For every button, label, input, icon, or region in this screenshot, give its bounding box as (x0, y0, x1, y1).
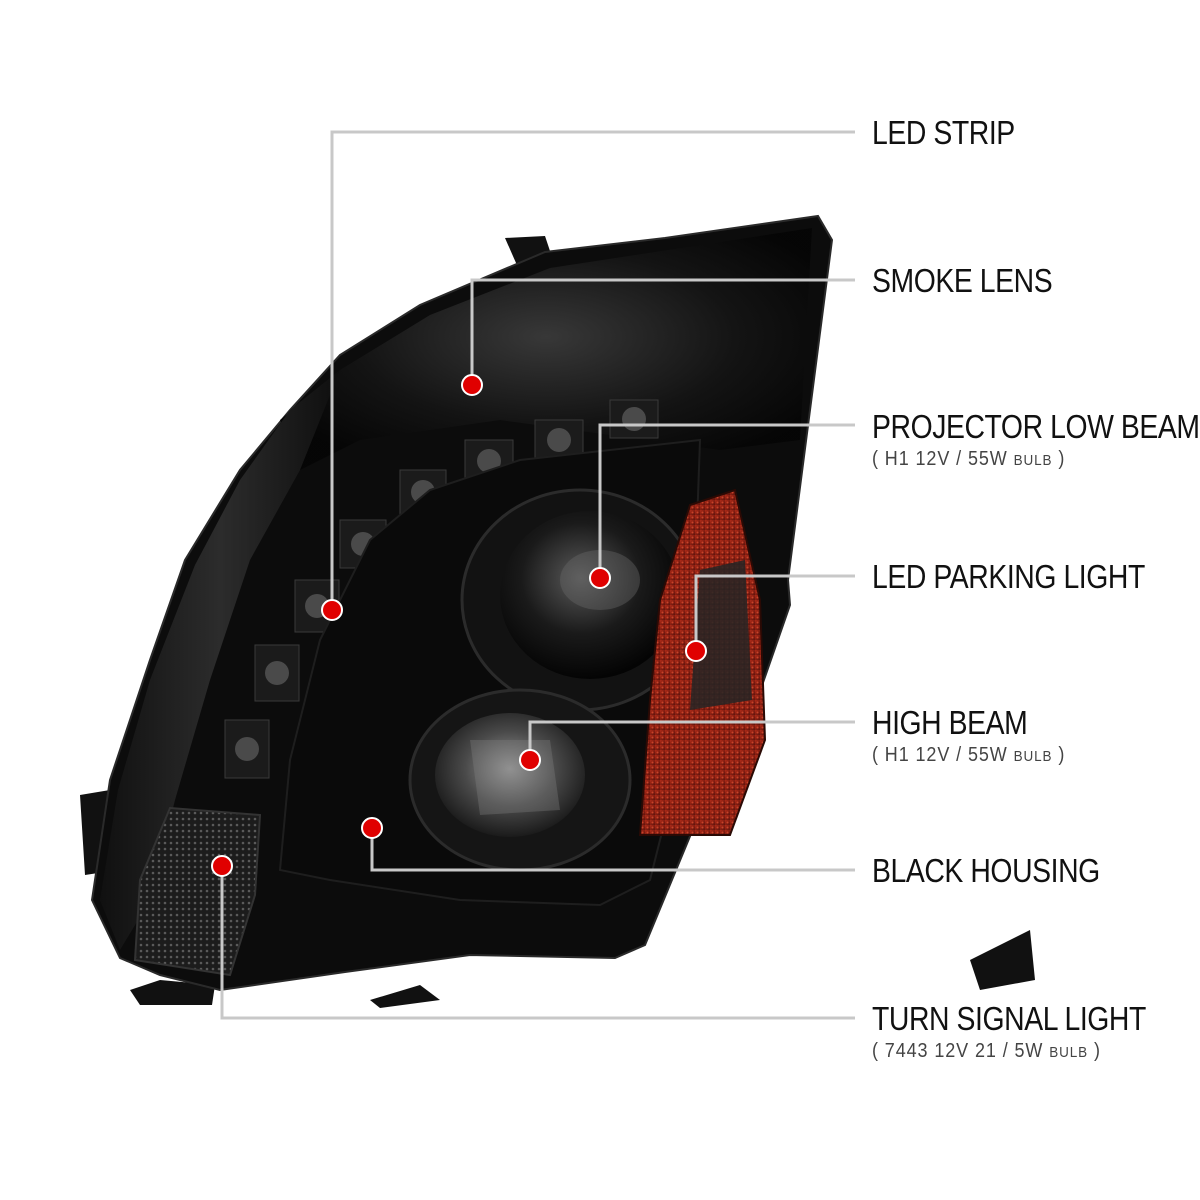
callout-high-beam: HIGH BEAM ( H1 12V / 55W BULB ) (872, 706, 1087, 765)
leader-turn-signal (220, 866, 855, 1020)
marker-black-housing (361, 817, 383, 839)
leader-led-parking-light (694, 574, 855, 651)
callout-smoke-lens: SMOKE LENS (872, 264, 1082, 297)
leader-smoke-lens (470, 278, 855, 385)
smoke-lens-face (280, 228, 812, 470)
callout-title: LED PARKING LIGHT (872, 558, 1145, 595)
marker-led-parking-light (685, 640, 707, 662)
marker-smoke-lens (461, 374, 483, 396)
callout-spec: ( H1 12V / 55W BULB ) (872, 448, 1066, 470)
callout-turn-signal-light: TURN SIGNAL LIGHT ( 7443 12V 21 / 5W BUL… (872, 1002, 1191, 1061)
callout-title: PROJECTOR LOW BEAM (872, 408, 1200, 445)
callout-spec: ( 7443 12V 21 / 5W BULB ) (872, 1040, 1101, 1062)
marker-turn-signal (211, 855, 233, 877)
leader-high-beam (528, 720, 855, 760)
turn-signal-grid (133, 806, 262, 977)
projector-lens (460, 488, 700, 712)
leader-black-housing (370, 828, 855, 872)
callout-title: SMOKE LENS (872, 262, 1053, 299)
callout-title: TURN SIGNAL LIGHT (872, 1000, 1146, 1037)
marker-high-beam (519, 749, 541, 771)
leader-projector-low-beam (598, 423, 855, 578)
marker-led-strip (321, 599, 343, 621)
leader-lines (220, 130, 855, 1020)
callout-led-strip: LED STRIP (872, 116, 1038, 149)
callout-spec: ( H1 12V / 55W BULB ) (872, 744, 1066, 766)
callout-title: LED STRIP (872, 114, 1015, 151)
marker-projector-low-beam (589, 567, 611, 589)
led-strip-pods (224, 399, 659, 779)
leader-led-strip (330, 130, 855, 610)
callout-led-parking-light: LED PARKING LIGHT (872, 560, 1189, 593)
high-beam-reflector (408, 688, 632, 872)
callout-markers (211, 374, 707, 877)
callout-projector-low-beam: PROJECTOR LOW BEAM ( H1 12V / 55W BULB ) (872, 410, 1200, 469)
left-bevel (100, 370, 340, 950)
callout-title: BLACK HOUSING (872, 852, 1100, 889)
callout-title: HIGH BEAM (872, 704, 1028, 741)
callout-black-housing: BLACK HOUSING (872, 854, 1137, 887)
